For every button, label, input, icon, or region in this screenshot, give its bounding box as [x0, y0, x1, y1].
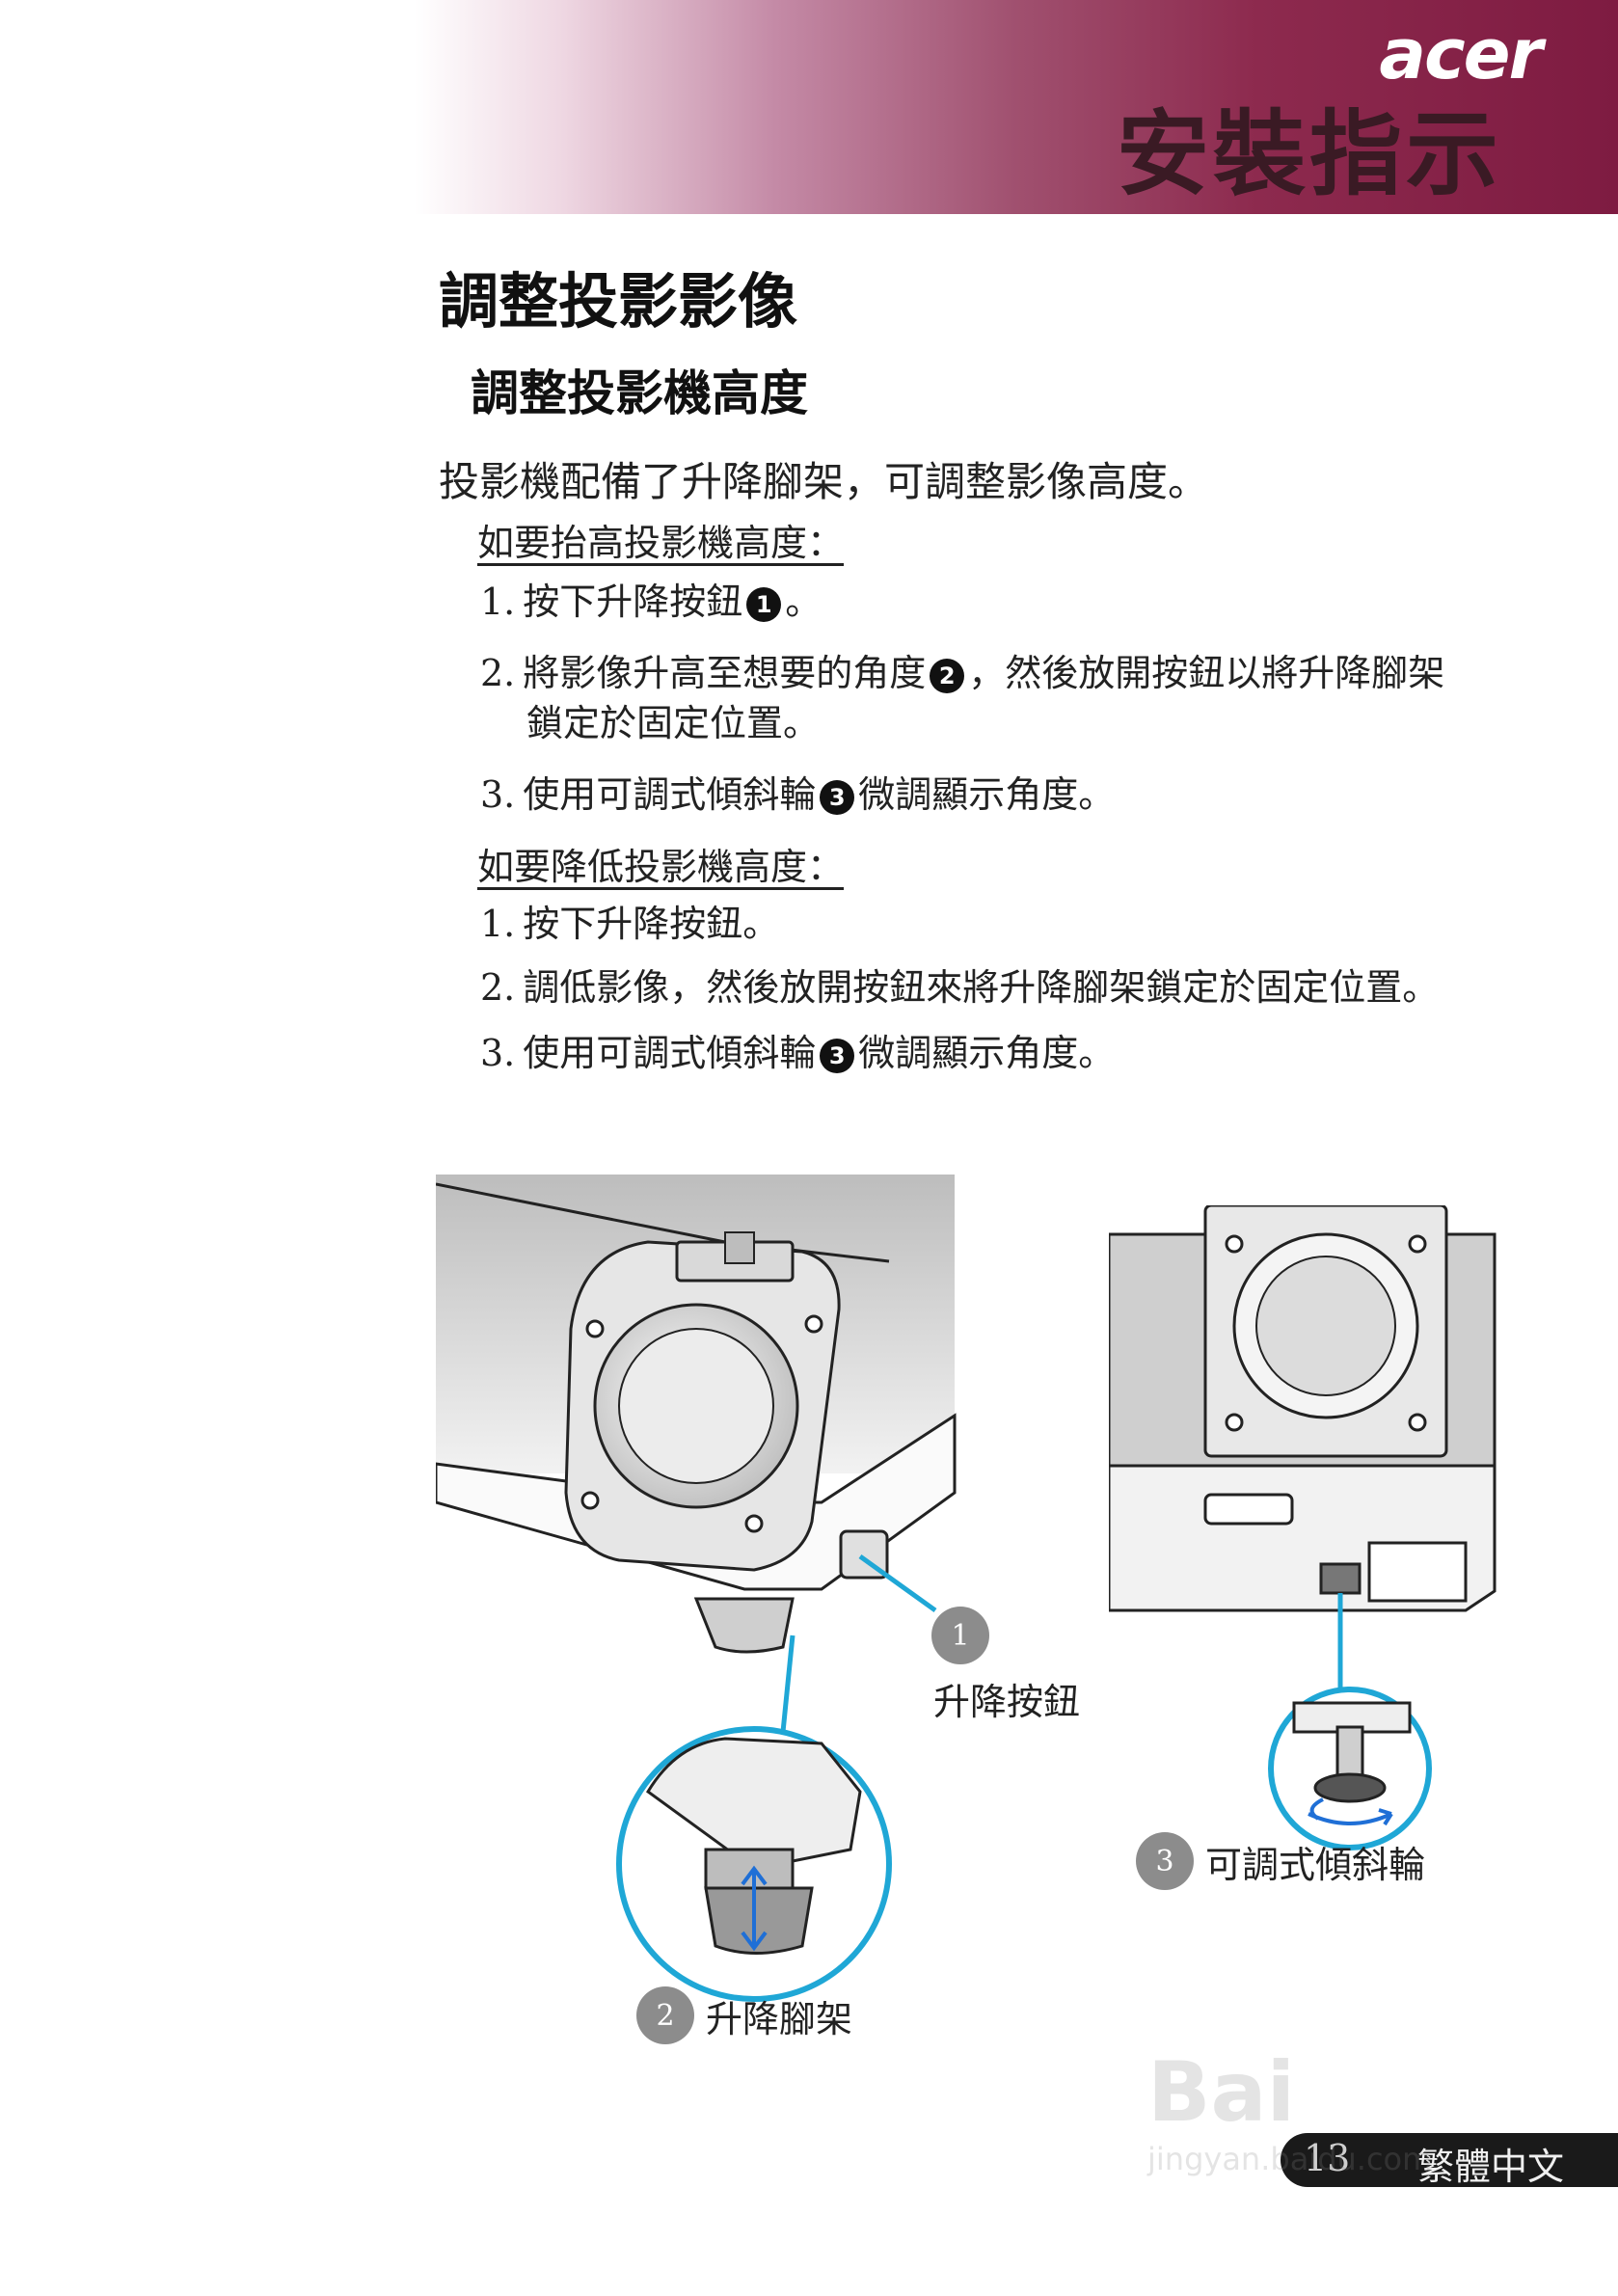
step-number: 3.: [480, 1032, 516, 1074]
step-text: 調低影像，然後放開按鈕來將升降腳架鎖定於固定位置。: [523, 966, 1440, 1009]
brand-logo: acer: [1379, 14, 1543, 95]
footer-bar: [1281, 2133, 1618, 2187]
page-number: 13: [1304, 2137, 1351, 2179]
step-text-end: 微調顯示角度。: [858, 773, 1116, 816]
badge-2-icon: 2: [930, 658, 965, 693]
lower-step-2: 2.調低影像，然後放開按鈕來將升降腳架鎖定於固定位置。: [480, 962, 1522, 1013]
watermark-site: jingyan.baidu.com: [1147, 2141, 1433, 2177]
badge-3-icon: 3: [820, 779, 855, 815]
header-band: [415, 0, 1618, 214]
step-text: 使用可調式傾斜輪: [523, 773, 817, 816]
callout-label-elevator-button: 升降按鈕: [933, 1681, 1081, 1723]
page-subtitle: 調整投影機高度: [471, 365, 808, 421]
section-title: 安裝指示: [1117, 100, 1502, 208]
raise-heading: 如要抬高投影機高度：: [477, 522, 845, 564]
intro-text: 投影機配備了升降腳架，可調整影像高度。: [439, 458, 1209, 505]
step-text-end: 。: [785, 581, 822, 623]
step-number: 3.: [480, 773, 516, 816]
step-text-continued: 鎖定於固定位置。: [526, 702, 821, 744]
baidu-watermark: Bai jingyan.baidu.com: [1147, 2044, 1432, 2177]
step-text: 按下升降按鈕: [523, 581, 743, 623]
step-text-mid: ，然後放開按鈕以將升降腳架: [968, 652, 1445, 694]
page-title: 調整投影影像: [439, 266, 798, 337]
callout-tilt-wheel: 3 可調式傾斜輪: [1136, 1832, 1425, 1890]
callout-number-1: 1: [931, 1607, 989, 1664]
lower-heading: 如要降低投影機高度：: [477, 846, 845, 888]
step-number: 1.: [480, 581, 516, 623]
step-text: 按下升降按鈕。: [523, 903, 780, 945]
step-text: 使用可調式傾斜輪: [523, 1032, 817, 1074]
projector-front-illustration: [436, 1175, 957, 2002]
callout-number-2: 2: [636, 1986, 694, 2044]
watermark-text: Bai: [1147, 2044, 1296, 2141]
badge-3-icon: 3: [820, 1038, 855, 1073]
callout-label-tilt-wheel: 可調式傾斜輪: [1205, 1843, 1426, 1886]
footer-language: 繁體中文: [1417, 2146, 1565, 2188]
projector-tilt-illustration: [1109, 1205, 1497, 1697]
step-number: 2.: [480, 966, 516, 1009]
step-text-end: 微調顯示角度。: [858, 1032, 1116, 1074]
badge-1-icon: 1: [746, 586, 782, 622]
step-number: 2.: [480, 652, 516, 694]
callout-label-elevator-foot: 升降腳架: [706, 1997, 853, 2040]
callout-elevator-foot: 2 升降腳架: [636, 1986, 852, 2044]
step-text: 將影像升高至想要的角度: [523, 652, 927, 694]
callout-number-3: 3: [1136, 1832, 1194, 1890]
lower-step-1: 1.按下升降按鈕。: [480, 899, 1522, 949]
tilt-wheel-zoom-illustration: [1268, 1687, 1432, 1850]
step-number: 1.: [480, 903, 516, 945]
